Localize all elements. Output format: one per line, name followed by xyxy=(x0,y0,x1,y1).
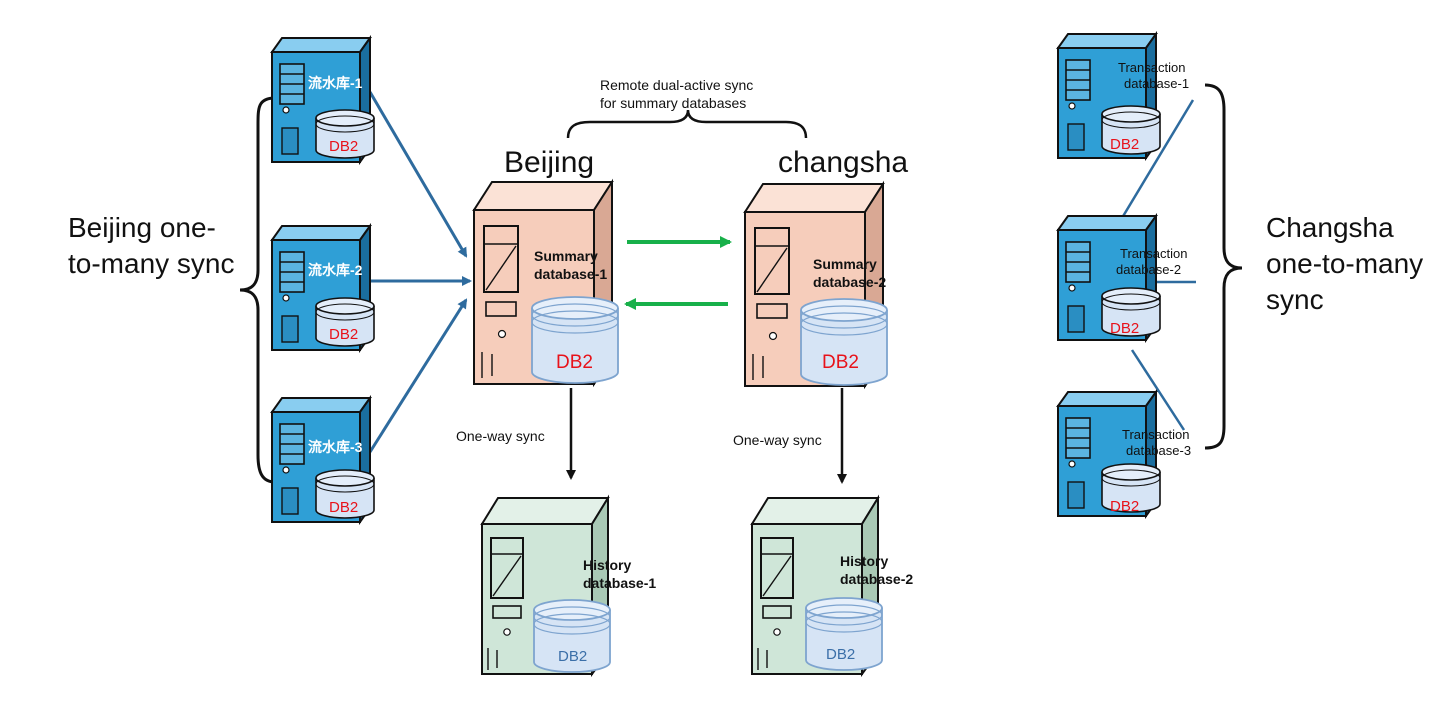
server-history-2 xyxy=(750,494,883,678)
beijing-title: Beijing xyxy=(504,146,595,179)
right-server-1-db: DB2 xyxy=(1110,136,1140,153)
arrow-left-1-to-summary-1 xyxy=(368,91,468,258)
right-server-3-db: DB2 xyxy=(1110,498,1140,515)
left-server-3-db: DB2 xyxy=(329,499,359,516)
history-2-name-line1: History xyxy=(840,553,889,569)
history-2-db: DB2 xyxy=(826,646,856,663)
right-server-3-name-line1: Transaction xyxy=(1122,427,1190,442)
server-right-3 xyxy=(1056,388,1161,520)
dual-active-arrows xyxy=(624,236,732,310)
line-right-3 xyxy=(1130,349,1186,431)
right-server-1-name-line1: Transaction xyxy=(1118,60,1186,75)
right-server-2-db: DB2 xyxy=(1110,320,1140,337)
dual-active-brace xyxy=(566,109,808,139)
history-1-db: DB2 xyxy=(558,648,588,665)
history-1-name-line2: database-1 xyxy=(583,575,657,591)
left-server-3-name: 流水库-3 xyxy=(308,439,363,455)
right-group-label: Changsha one-to-many sync xyxy=(1266,212,1424,315)
arrow-left-3-to-summary-1 xyxy=(368,298,468,453)
summary-2-db: DB2 xyxy=(822,352,859,373)
left-group-brace xyxy=(239,96,276,484)
left-server-2-name: 流水库-2 xyxy=(308,262,363,278)
right-group-brace xyxy=(1204,83,1243,450)
summary-1-name-line2: database-1 xyxy=(534,266,608,282)
server-right-2 xyxy=(1056,212,1161,344)
right-server-1-name-line2: database-1 xyxy=(1124,76,1190,91)
left-server-1-db: DB2 xyxy=(329,138,359,155)
server-left-1 xyxy=(270,34,375,166)
right-server-3-name-line2: database-3 xyxy=(1126,443,1192,458)
summary-1-name-line1: Summary xyxy=(534,248,598,264)
changsha-title: changsha xyxy=(778,146,909,179)
right-server-2-name-line2: database-2 xyxy=(1116,262,1182,277)
dual-active-label-line1: Remote dual-active sync xyxy=(600,77,754,93)
server-left-2 xyxy=(270,222,375,354)
server-left-3 xyxy=(270,394,375,526)
server-summary-2 xyxy=(743,180,888,390)
history-1-name-line1: History xyxy=(583,557,632,573)
left-sync-arrows xyxy=(368,91,472,453)
one-way-label-1: One-way sync xyxy=(456,428,545,444)
summary-2-name-line1: Summary xyxy=(813,256,877,272)
dual-active-label-line2: for summary databases xyxy=(600,95,747,111)
server-summary-1 xyxy=(472,178,619,388)
one-way-label-2: One-way sync xyxy=(733,432,822,448)
right-server-2-name-line1: Transaction xyxy=(1120,246,1188,261)
server-right-1 xyxy=(1056,30,1161,162)
left-server-2-db: DB2 xyxy=(329,326,359,343)
history-2-name-line2: database-2 xyxy=(840,571,914,587)
summary-1-db: DB2 xyxy=(556,352,593,373)
line-right-1 xyxy=(1120,99,1195,219)
left-server-1-name: 流水库-1 xyxy=(308,75,363,91)
one-way-arrows xyxy=(566,388,847,484)
server-history-1 xyxy=(480,494,611,678)
summary-2-name-line2: database-2 xyxy=(813,274,887,290)
left-group-label: Beijing one-to-many sync xyxy=(68,212,235,279)
